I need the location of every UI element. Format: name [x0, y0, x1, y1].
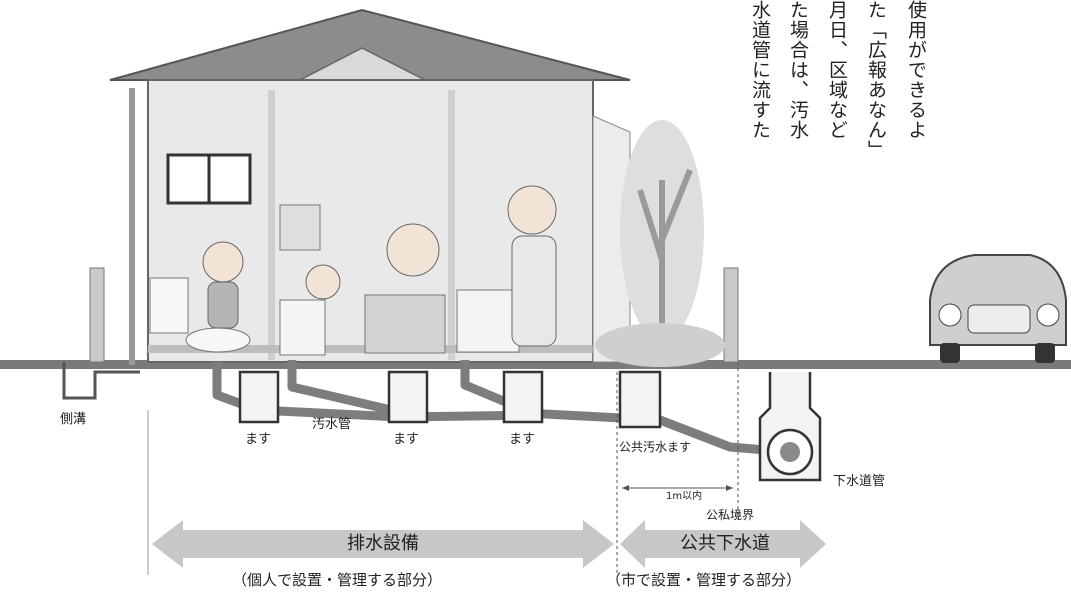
public-arrow: [620, 520, 826, 568]
sewer-main-label: 下水道管: [833, 474, 886, 489]
adult-body: [511, 235, 557, 347]
pipe-bath: [287, 360, 402, 417]
child-body: [207, 281, 239, 329]
boundary-label: 公私境界: [706, 508, 755, 522]
fence-post-right: [723, 267, 739, 363]
ground-surface: [0, 360, 1071, 369]
masu-box-2: [387, 370, 429, 424]
bathtub: [364, 294, 446, 354]
car-wheel-right: [1035, 343, 1055, 363]
fence-post-left: [89, 267, 105, 363]
kitchen-counter: [456, 289, 520, 353]
toilet-tank: [149, 277, 189, 334]
sewer-pipe-inner: [780, 442, 800, 462]
toilet-bowl: [185, 327, 251, 353]
masu-label-3: ます: [509, 432, 536, 447]
private-caption: （個人で設置・管理する部分）: [232, 571, 443, 589]
washstand: [279, 299, 326, 356]
private-arrow: [152, 520, 614, 568]
child-head: [202, 241, 244, 283]
car-body: [929, 254, 1067, 346]
adult-head: [507, 185, 557, 235]
sewer-main: [758, 372, 822, 482]
public-caption: （市で設置・管理する部分）: [606, 571, 802, 589]
masu-label-2: ます: [393, 432, 420, 447]
hair-wash-head: [305, 264, 341, 300]
masu-box-1: [238, 370, 280, 424]
vertical-text-col-3: 月日、区域など: [826, 0, 848, 140]
private-arrow-label: 排水設備: [347, 533, 419, 554]
masu-box-3: [502, 370, 544, 424]
shelf: [279, 204, 321, 251]
distance-label: 1m以内: [666, 491, 703, 502]
car-wheel-left: [940, 343, 960, 363]
tree: [595, 120, 725, 367]
vertical-text-col-1: 使用ができるよ: [905, 0, 927, 140]
bather-head: [386, 223, 440, 277]
vertical-text-col-2: た「広報あなん」: [865, 0, 887, 160]
masu-label-1: ます: [245, 432, 272, 447]
car-headlight-right: [1036, 303, 1060, 327]
public-masu-box: [618, 370, 662, 429]
side-ditch: [62, 362, 140, 400]
car: [929, 254, 1067, 363]
room-divider-1: [268, 90, 275, 360]
side-ditch-label: 側溝: [60, 412, 87, 427]
shrub: [595, 323, 725, 367]
car-headlight-left: [938, 303, 962, 327]
house: [109, 8, 631, 365]
vertical-text-col-4: た場合は、汚水: [787, 0, 809, 140]
sewage-pipe-label: 汚水管: [312, 417, 352, 432]
car-grille: [967, 304, 1031, 334]
public-masu-label: 公共汚水ます: [619, 440, 692, 454]
room-divider-2: [448, 90, 455, 360]
public-arrow-label: 公共下水道: [680, 533, 770, 554]
vertical-text-col-5: 水道管に流すた: [749, 0, 771, 140]
